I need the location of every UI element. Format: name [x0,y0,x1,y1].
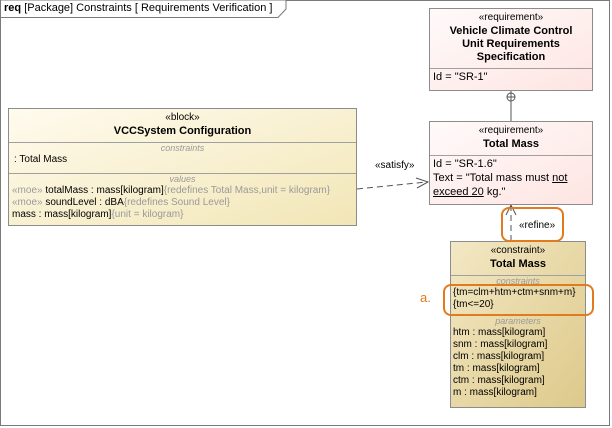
requirement-text: kg." [483,186,506,198]
block-constraint-item: : Total Mass [14,154,68,165]
constraint-parameter: clm : mass[kilogram] [453,351,545,362]
value-modifier: {redefines Sound Level} [123,197,230,208]
requirement-name-line: Specification [476,51,546,63]
requirement-sr1-6[interactable]: «requirement» Total Mass Id = "SR-1.6" T… [429,121,593,205]
satisfy-label: «satisfy» [375,160,415,171]
constraint-parameter: m : mass[kilogram] [453,387,537,398]
constraint-expressions-compartment: constraints {tm=clm+htm+ctm+snm+m} {tm<=… [451,275,585,311]
block-value-row: «moe» soundLevel : dBA{redefines Sound L… [9,197,356,209]
requirement-properties: Id = "SR-1.6" Text = "Total mass must no… [430,155,592,200]
compartment-title: values [169,174,196,184]
value-stereotype: «moe» [12,197,46,208]
block-value-row: «moe» totalMass : mass[kilogram]{redefin… [9,185,356,197]
requirement-text: Text = "Total mass must [433,172,553,184]
requirement-name: Total Mass [482,138,540,150]
satisfy-line [356,181,427,190]
value-modifier: {unit = kilogram} [111,209,184,220]
refine-arrowhead [505,203,517,216]
compartment-title: constraints [160,143,205,153]
block-value-row: mass : mass[kilogram]{unit = kilogram} [9,209,356,221]
constraint-expression: {tm<=20} [453,299,494,310]
frame-kind: req [4,2,22,14]
requirement-text-underlined: not [552,172,568,184]
value-stereotype: «moe» [12,185,46,196]
constraint-name: Total Mass [489,258,547,270]
constraint-highlight [443,284,594,316]
block-stereotype: «block» [165,112,200,123]
frame-title: req [Package] Constraints [ Requirements… [4,2,272,14]
frame-tab-outline [0,0,287,18]
requirement-text-underlined: exceed 20 [433,186,484,198]
constraint-parameter: ctm : mass[kilogram] [453,375,545,386]
compartment-title: constraints [496,276,540,286]
constraint-parameter: htm : mass[kilogram] [453,327,546,338]
compartment-title: parameters [495,316,541,326]
constraint-parameter: tm : mass[kilogram] [453,363,540,374]
value-name: totalMass : mass[kilogram] [45,185,164,196]
constraint-stereotype: «constraint» [490,245,546,256]
block-vccsystem-configuration[interactable]: «block» VCCSystem Configuration constrai… [8,108,357,226]
requirement-name-line: Vehicle Climate Control [449,25,573,37]
requirement-text-line: Text = "Total mass must not [433,171,589,185]
constraint-expression: {tm=clm+htm+ctm+snm+m} [453,287,576,298]
block-values-compartment: values «moe» totalMass : mass[kilogram]{… [9,173,356,221]
value-name: mass : mass[kilogram] [12,209,112,220]
requirement-stereotype: «requirement» [478,12,544,23]
block-name: VCCSystem Configuration [113,125,252,137]
requirement-name-line: Unit Requirements [462,38,560,50]
refine-label: «refine» [519,220,556,231]
value-modifier: {redefines Total Mass,unit = kilogram} [163,185,331,196]
annotation-label-a: a. [420,290,431,305]
requirement-sr1[interactable]: «requirement» Vehicle Climate Control Un… [429,8,593,91]
refine-highlight [501,207,564,242]
frame-name: [Package] Constraints [ Requirements Ver… [24,2,273,14]
requirement-text-line: exceed 20 kg." [433,185,589,199]
block-constraints-compartment: constraints : Total Mass [9,142,356,173]
requirement-id: Id = "SR-1.6" [433,158,497,170]
satisfy-arrowhead [415,177,430,189]
constraint-parameter: snm : mass[kilogram] [453,339,548,350]
value-name: soundLevel : dBA [45,197,124,208]
constraint-block-total-mass[interactable]: «constraint» Total Mass constraints {tm=… [450,241,586,408]
requirement-id: Id = "SR-1" [430,68,592,85]
requirement-stereotype: «requirement» [478,125,544,136]
